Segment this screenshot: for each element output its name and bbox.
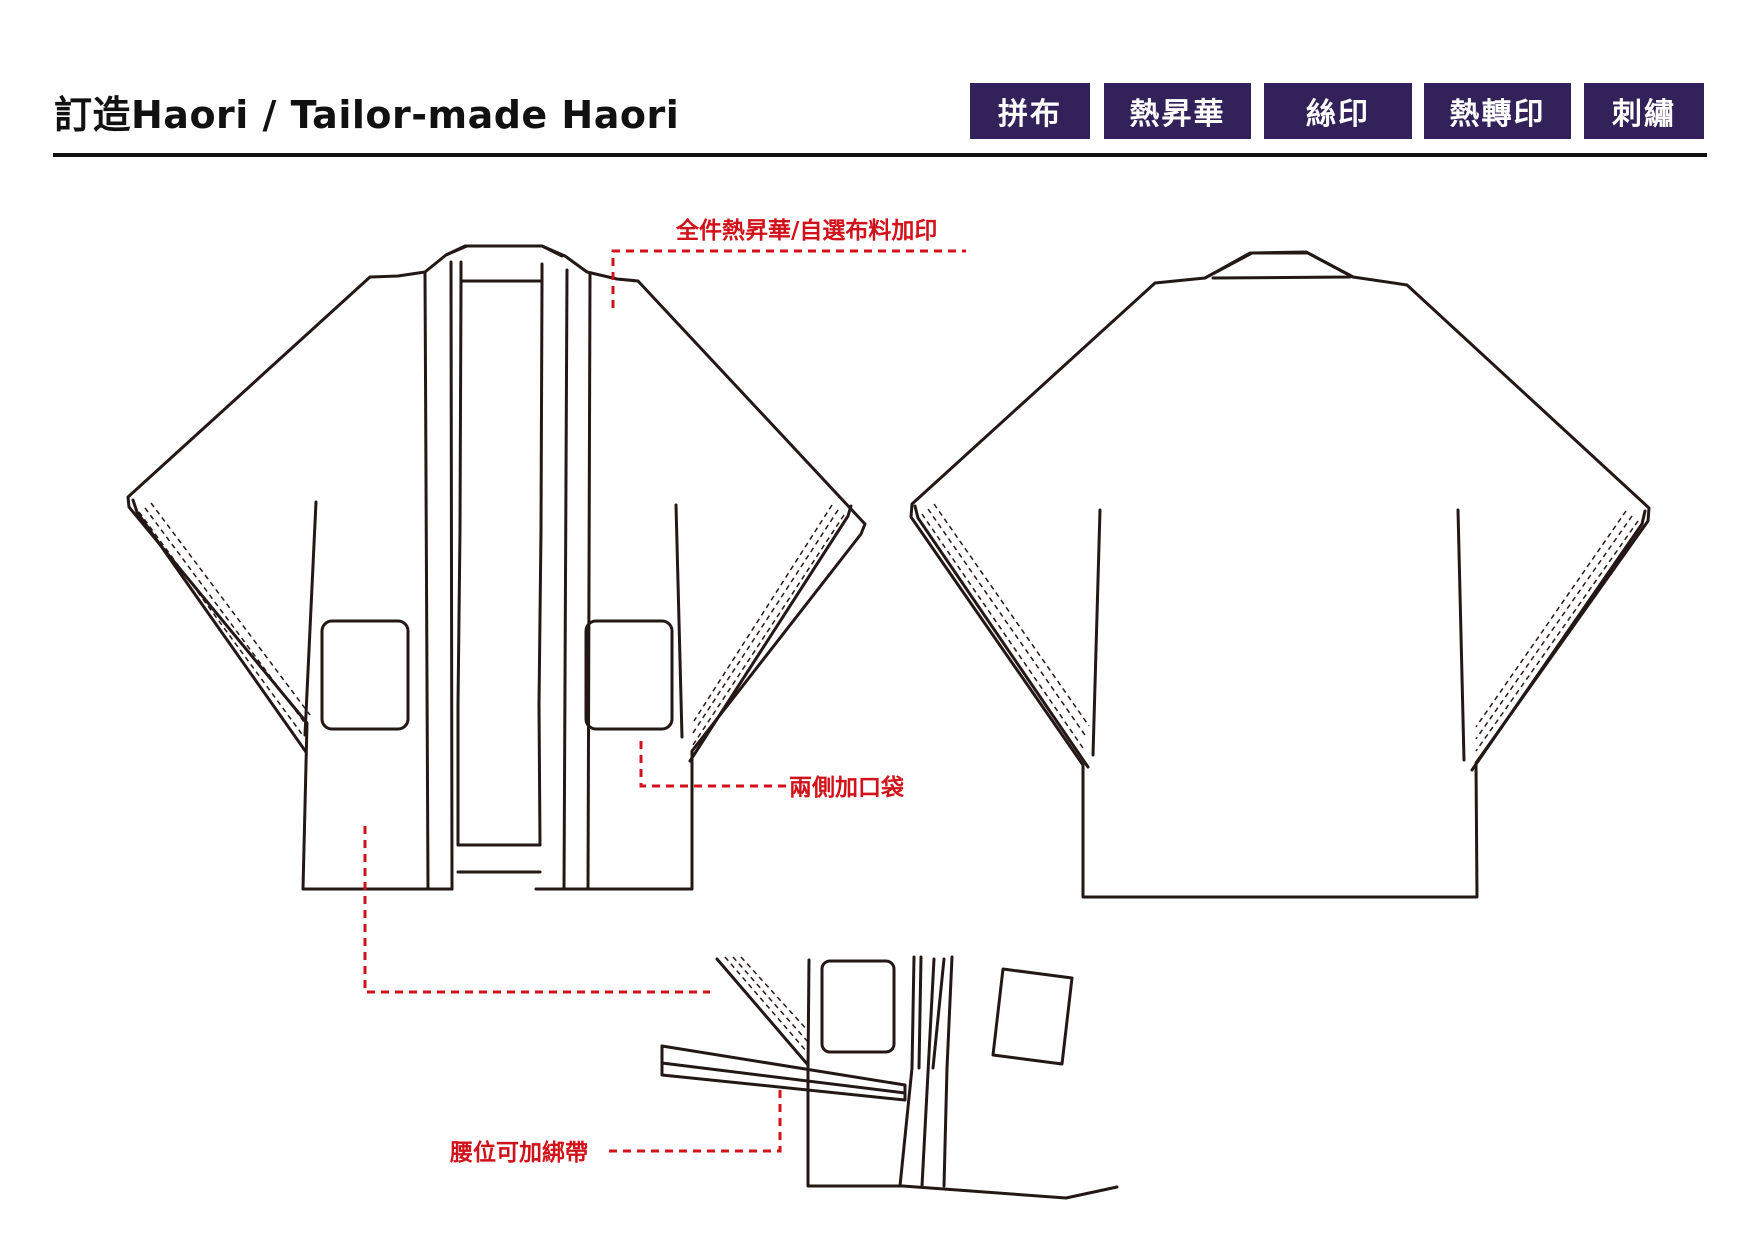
leader-body-to-detail (363, 826, 710, 994)
detail-sleeve-stitching (724, 956, 810, 1053)
back-collar (1203, 251, 1355, 280)
back-outline (909, 250, 1651, 899)
detail-pocket-left (820, 959, 896, 1054)
detail-pocket-right (991, 967, 1074, 1066)
front-collar-left (423, 260, 454, 891)
haori-back-view (909, 250, 1651, 899)
tab-screen-print[interactable]: 絲印 (1264, 83, 1412, 139)
front-sleeve-stitching (138, 502, 845, 746)
front-collar-right (562, 268, 592, 891)
front-outline (126, 244, 867, 891)
annotation-pockets: 兩側加口袋 (789, 774, 905, 801)
waist-tie-detail (660, 955, 1119, 1200)
leader-fabric (611, 249, 966, 308)
leader-pockets (639, 741, 786, 788)
tab-patchwork[interactable]: 拼布 (970, 83, 1090, 139)
header-divider (53, 153, 1707, 157)
leader-waist-tie (608, 1090, 782, 1153)
pocket-right (584, 619, 674, 731)
page-title: 訂造Haori / Tailor-made Haori (54, 93, 680, 137)
annotation-waist-tie: 腰位可加綁帶 (449, 1139, 588, 1166)
annotation-fabric: 全件熱昇華/自選布料加印 (675, 217, 937, 244)
tab-sublimation[interactable]: 熱昇華 (1104, 83, 1251, 139)
pocket-left (320, 619, 410, 731)
tab-embroidery[interactable]: 刺繡 (1584, 83, 1704, 139)
waist-tie (660, 1044, 907, 1102)
annotation-leaders (363, 249, 966, 1153)
technique-tabs: 拼布 熱昇華 絲印 熱轉印 刺繡 (0, 83, 1754, 139)
tab-heat-transfer[interactable]: 熱轉印 (1424, 83, 1571, 139)
back-sleeve-stitching (921, 503, 1639, 752)
haori-front-view (126, 244, 867, 891)
